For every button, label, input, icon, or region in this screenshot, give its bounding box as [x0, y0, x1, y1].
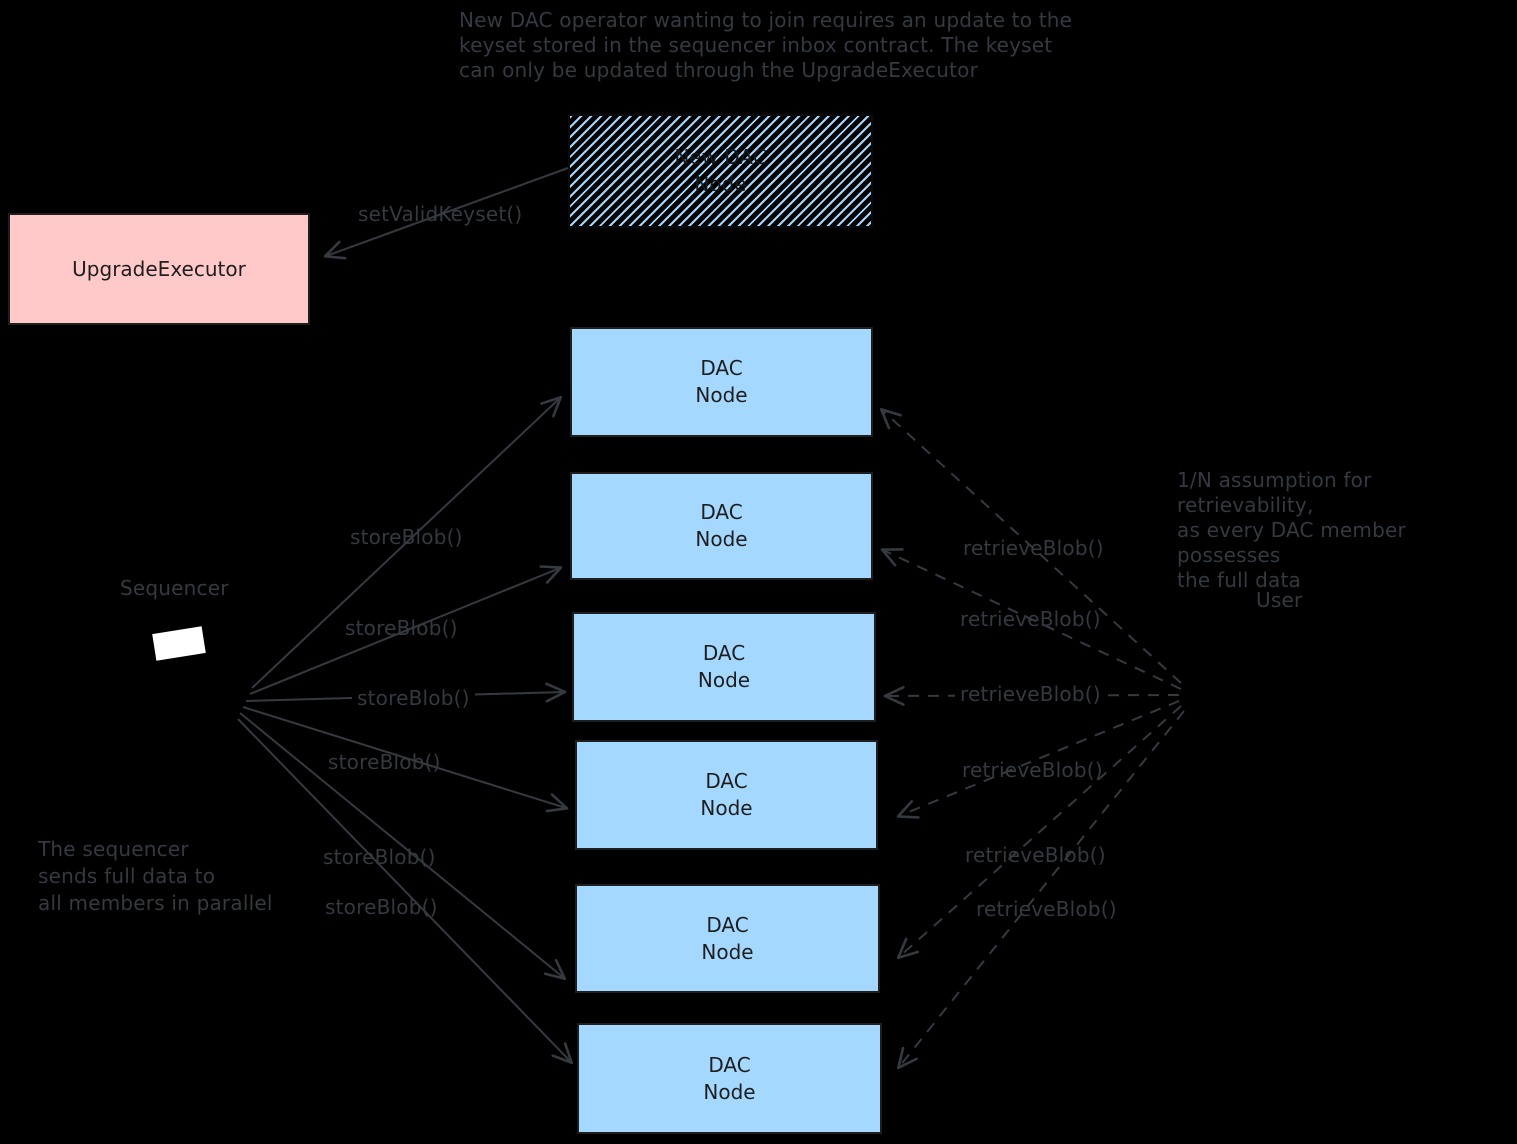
arrow-retrieve-blob-5: [896, 705, 1182, 960]
edge-label-store-blob-2: storeBlob(): [345, 616, 458, 640]
edge-label-retrieve-blob-1: retrieveBlob(): [963, 536, 1104, 560]
arrow-store-blob-1: [251, 395, 563, 689]
dac-node-box-4: DAC Node: [575, 740, 878, 850]
dac-node-box-6: DAC Node: [577, 1023, 882, 1134]
new-dac-node-box: New DAC Node: [568, 114, 873, 228]
note-retrievability: 1/N assumption for retrievability, as ev…: [1177, 468, 1406, 592]
arrow-retrieve-blob-6: [897, 710, 1185, 1070]
dac-node-label: DAC Node: [701, 912, 754, 964]
dac-node-label: DAC Node: [700, 769, 753, 820]
edge-label-store-blob-1: storeBlob(): [350, 525, 463, 549]
edge-label-retrieve-blob-6: retrieveBlob(): [976, 897, 1117, 921]
arrow-set-valid-keyset: [323, 167, 569, 260]
edge-label-store-blob-3: storeBlob(): [352, 686, 475, 710]
arrow-store-blob-2: [249, 565, 563, 695]
arrow-store-blob-6: [237, 718, 574, 1065]
edge-label-retrieve-blob-5: retrieveBlob(): [965, 843, 1106, 867]
edge-label-retrieve-blob-3: retrieveBlob(): [955, 682, 1106, 706]
edge-label-retrieve-blob-4: retrieveBlob(): [962, 758, 1103, 782]
dac-node-box-5: DAC Node: [575, 884, 880, 993]
edge-label-retrieve-blob-2: retrieveBlob(): [960, 607, 1101, 631]
note-sequencer-parallel: The sequencer sends full data to all mem…: [38, 837, 273, 915]
edge-label-set-valid-keyset: setValidKeyset(): [358, 202, 523, 226]
dac-node-label: DAC Node: [695, 500, 748, 551]
arrow-retrieve-blob-1: [879, 407, 1182, 684]
dac-node-label: DAC Node: [697, 641, 751, 692]
dac-node-label: DAC Node: [695, 356, 748, 407]
dac-node-box-3: DAC Node: [572, 612, 876, 722]
arrow-store-blob-5: [239, 712, 567, 980]
arrow-retrieve-blob-2: [880, 548, 1182, 690]
upgrade-executor-box: UpgradeExecutor: [8, 213, 310, 325]
edge-label-store-blob-5: storeBlob(): [323, 845, 436, 869]
note-keyset-update: New DAC operator wanting to join require…: [459, 8, 1073, 82]
user-label: User: [1256, 588, 1303, 612]
arrow-retrieve-blob-4: [896, 700, 1180, 819]
new-dac-node-label: New DAC Node: [674, 145, 767, 196]
arrow-store-blob-4: [242, 706, 569, 813]
upgrade-executor-label: UpgradeExecutor: [72, 256, 246, 281]
sequencer-label: Sequencer: [120, 576, 229, 600]
dac-node-box-2: DAC Node: [570, 472, 873, 580]
edge-label-store-blob-4: storeBlob(): [328, 750, 441, 774]
dac-node-box-1: DAC Node: [570, 327, 873, 437]
dac-node-label: DAC Node: [703, 1052, 756, 1104]
edge-label-store-blob-6: storeBlob(): [325, 895, 438, 919]
